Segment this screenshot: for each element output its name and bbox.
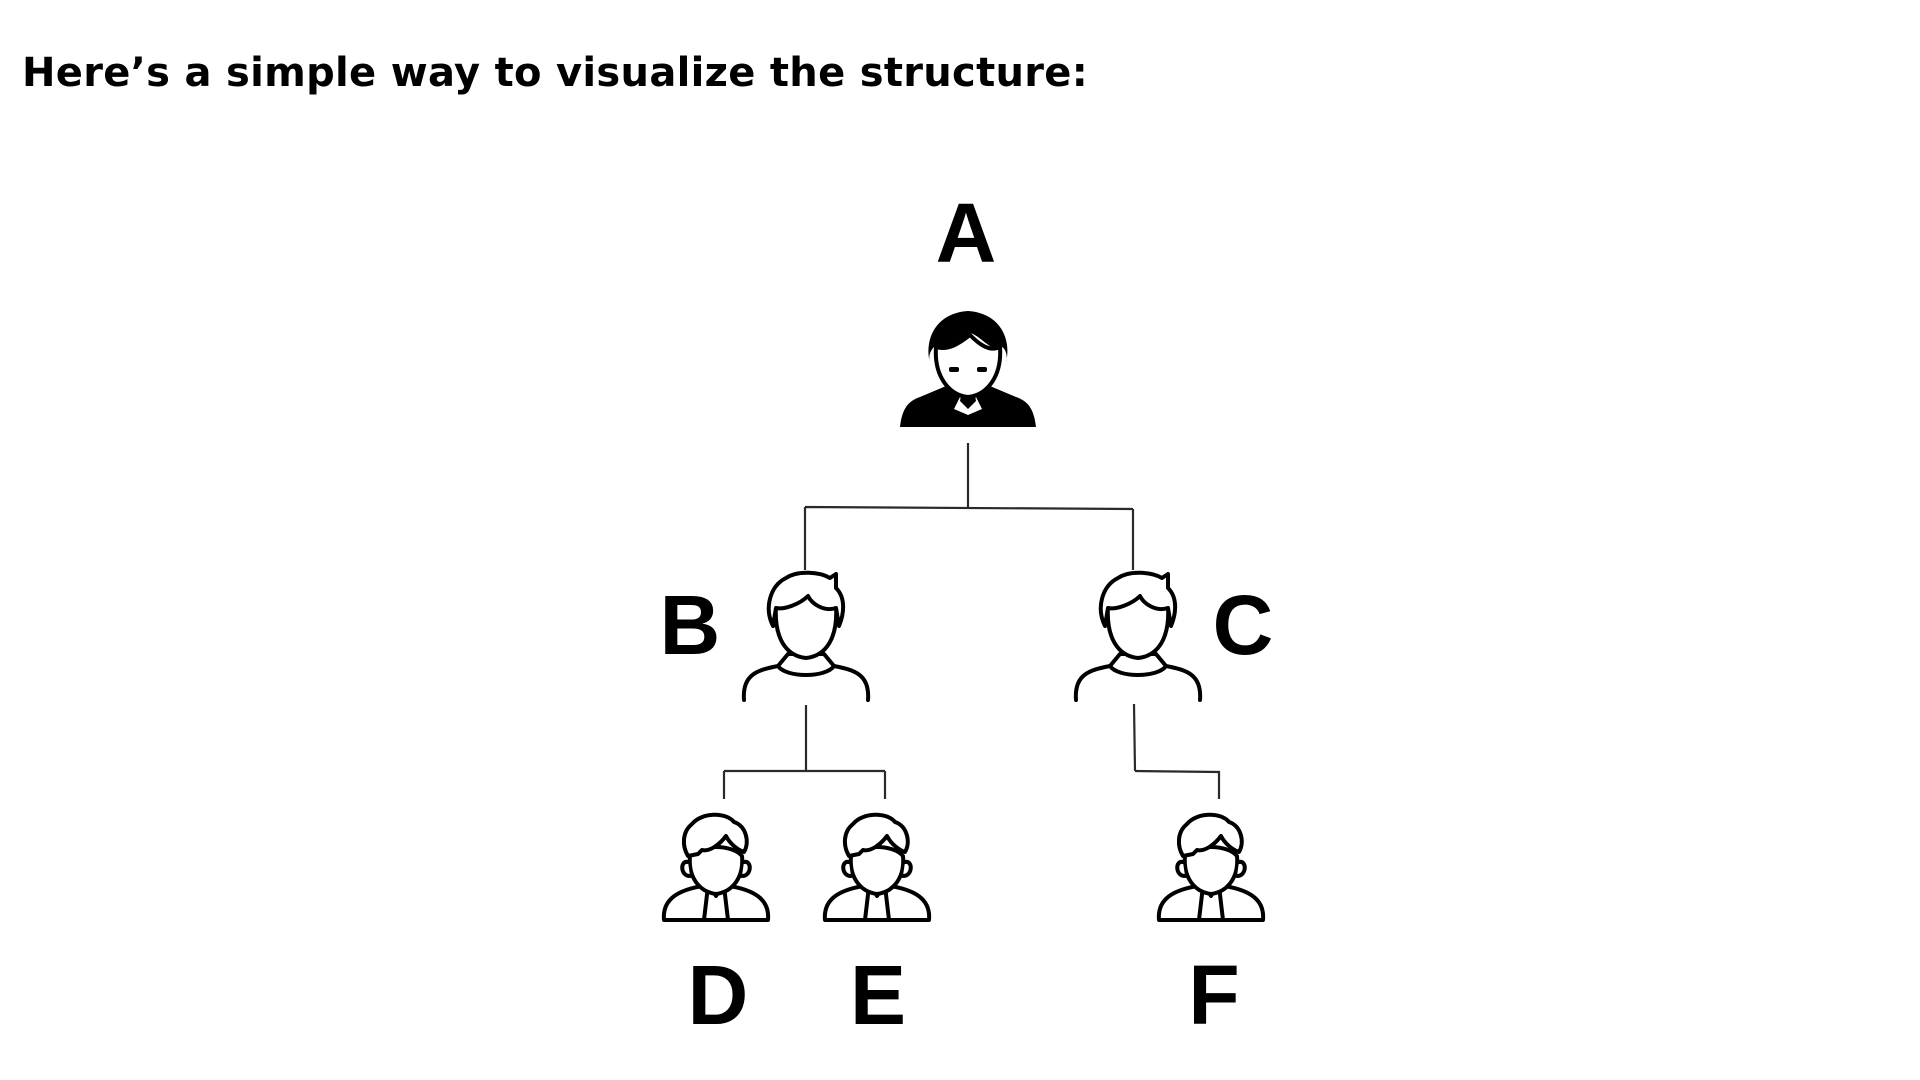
node-label-f: F [1188,948,1239,1042]
connector-lines [722,443,1221,799]
edge-c-trunk [1132,703,1137,772]
node-f: F [1156,812,1266,1042]
page-heading: Here’s a simple way to visualize the str… [22,50,1089,96]
node-a: A [898,186,1038,429]
edge-c-branch [1134,769,1221,799]
node-label-b: B [660,578,721,672]
manager-person-icon [898,309,1038,429]
node-b: B [660,570,871,702]
node-label-d: D [688,948,749,1042]
node-e: E [822,812,932,1042]
person-with-tie-icon [1156,812,1266,922]
edge-b-branches [722,769,887,799]
node-c: C [1073,570,1274,702]
person-with-tie-icon [822,812,932,922]
node-label-e: E [850,948,906,1042]
person-outline-icon [1073,570,1203,702]
node-label-a: A [936,186,997,280]
edge-a-branches [803,505,1135,570]
node-label-c: C [1213,578,1274,672]
person-with-tie-icon [661,812,771,922]
node-d: D [661,812,771,1042]
person-outline-icon [741,570,871,702]
